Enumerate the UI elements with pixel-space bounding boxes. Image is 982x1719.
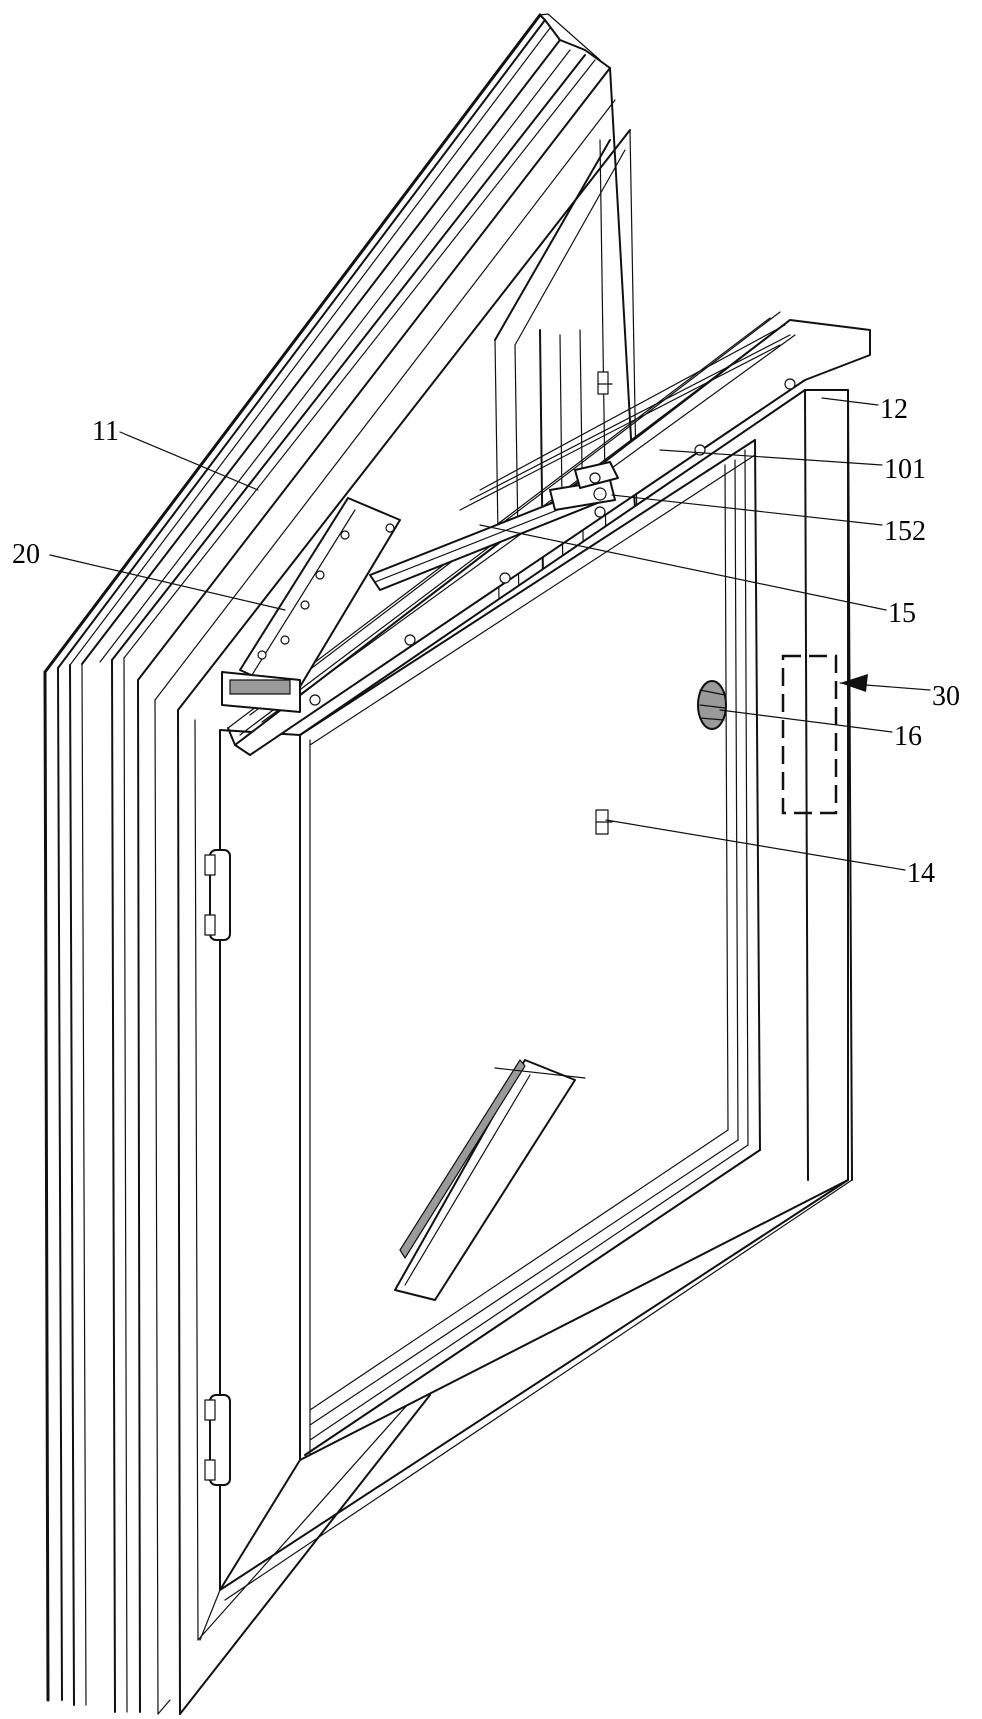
hinge-lower — [205, 1395, 230, 1485]
actuator-housing — [222, 498, 400, 712]
hinge-upper — [205, 850, 230, 940]
label-15: 15 — [888, 598, 916, 629]
label-152: 152 — [884, 516, 926, 547]
knob — [698, 681, 726, 729]
label-16: 16 — [894, 721, 922, 752]
label-12: 12 — [880, 394, 908, 425]
label-11: 11 — [92, 416, 119, 447]
frame-clip-upper — [598, 372, 612, 394]
label-30: 30 — [932, 681, 960, 712]
label-101: 101 — [884, 454, 926, 485]
label-20: 20 — [12, 539, 40, 570]
label-14: 14 — [907, 858, 935, 889]
